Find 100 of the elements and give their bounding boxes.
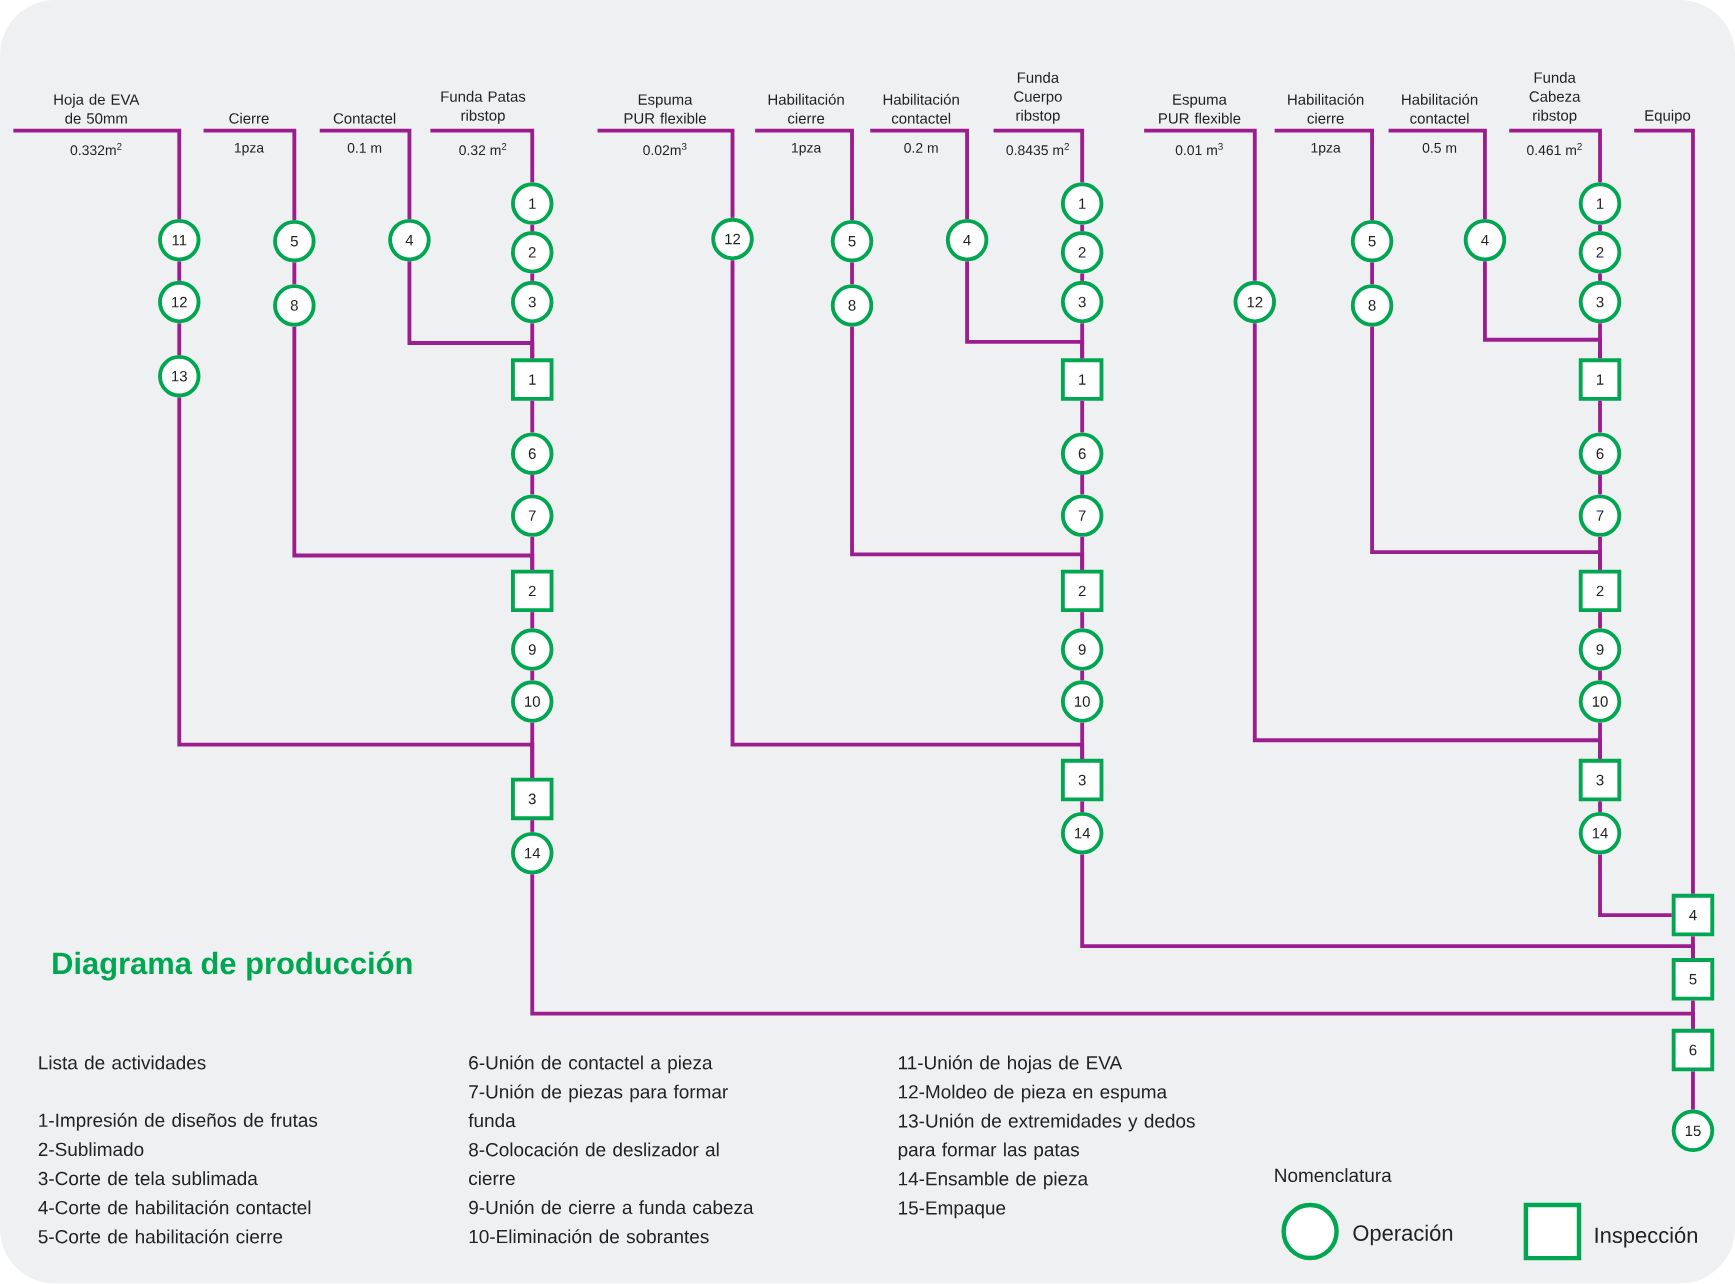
inspection-square: 3: [511, 777, 554, 821]
connector-line: [1598, 475, 1602, 495]
connector-line: [1598, 854, 1672, 918]
activity-item: 2-Sublimado: [38, 1142, 144, 1157]
quantity-label: 0.01 m$^{3}$: [1175, 143, 1223, 156]
connector-line: [597, 128, 735, 218]
legend-label: Inspección: [1595, 1226, 1697, 1248]
connector-line: [1080, 801, 1085, 813]
connector-line: [319, 128, 412, 220]
quantity-label: 0.32 m$^{2}$: [459, 143, 507, 156]
connector-line: [1080, 671, 1085, 681]
connector-line: [1598, 401, 1602, 433]
legend-heading: Nomenclatura: [1275, 1168, 1392, 1183]
connector-line: [1509, 128, 1602, 183]
list-heading: Lista de actividades: [39, 1055, 206, 1070]
material-label: Funda Cabeza ribstop: [1529, 72, 1581, 124]
connector-line: [1691, 1000, 1695, 1030]
material-label: Funda Cuerpo ribstop: [1014, 72, 1062, 124]
connector-line: [1634, 128, 1695, 895]
quantity-label: 1pza: [792, 143, 822, 156]
connector-line: [1691, 936, 1695, 959]
inspection-square: 5: [1671, 958, 1715, 1001]
connector-line: [430, 128, 535, 183]
connector-line: [1598, 323, 1602, 359]
quantity-label: 1pza: [234, 143, 265, 156]
connector-line: [1691, 1071, 1695, 1110]
connector-line: [850, 262, 854, 285]
connector-line: [203, 128, 297, 221]
connector-line: [1598, 671, 1602, 681]
quantity-label: 0.02m$^{3}$: [643, 143, 687, 156]
connector-line: [1598, 723, 1602, 760]
connector-line: [530, 225, 535, 232]
connector-line: [292, 262, 297, 285]
material-label: Funda Patas ribstop: [441, 91, 526, 124]
quantity-label: 0.461 m$^{2}$: [1527, 143, 1582, 156]
connector-line: [1274, 128, 1374, 221]
connector-line: [1080, 401, 1085, 433]
inspection-square: 1: [1060, 358, 1104, 401]
activity-item: 13-Unión de extremidades y dedos para formar las patas: [898, 1113, 1195, 1161]
material-label: Contactel: [333, 113, 396, 124]
activity-item: 15-Empaque: [899, 1201, 1006, 1219]
connector-line: [530, 612, 535, 629]
quantity-label: 0.1 m: [347, 143, 382, 154]
inspection-square: 2: [511, 569, 554, 613]
activity-item: 8-Colocación de deslizador al cierre: [469, 1142, 719, 1186]
connector-line: [1598, 801, 1602, 813]
connector-line: [1388, 128, 1487, 220]
connector-line: [1080, 323, 1085, 359]
activity-item: 12-Moldeo de pieza en espuma: [899, 1084, 1168, 1103]
connector-line: [530, 273, 535, 282]
activity-item: 10-Eliminación de sobrantes: [469, 1229, 709, 1244]
activity-item: 3-Corte de tela sublimada: [38, 1171, 258, 1186]
activity-item: 6-Unión de contactel a pieza: [469, 1055, 713, 1074]
legend-label: Operación: [1353, 1224, 1453, 1246]
inspection-square: 2: [1578, 569, 1622, 613]
activity-item: 4-Corte de habilitación contactel: [38, 1200, 311, 1215]
material-label: Habilitación cierre: [768, 93, 844, 124]
connector-line: [530, 671, 535, 681]
inspection-square: 3: [1060, 759, 1104, 802]
material-label: Cierre: [229, 113, 269, 124]
activity-item: 14-Ensamble de pieza: [899, 1171, 1089, 1190]
connector-line: [530, 820, 535, 833]
connector-line: [530, 475, 535, 495]
inspection-square: 6: [1671, 1029, 1715, 1072]
connector-line: [1598, 273, 1602, 282]
material-label: Habilitación contactel: [1402, 93, 1478, 124]
material-label: Espuma PUR flexible: [624, 94, 706, 124]
connector-line: [1598, 537, 1602, 570]
connector-line: [1144, 128, 1257, 282]
connector-line: [1080, 225, 1085, 232]
connector-line: [1370, 262, 1374, 285]
connector-line: [1080, 723, 1085, 760]
connector-line: [1080, 612, 1085, 629]
connector-line: [530, 723, 535, 778]
connector-line: [13, 128, 182, 220]
activity-item: 1-Impresión de diseños de frutas: [39, 1113, 318, 1131]
connector-line: [1598, 225, 1602, 232]
connector-line: [993, 128, 1085, 183]
activity-item: 7-Unión de piezas para formar funda: [468, 1084, 728, 1128]
quantity-label: 0.2 m: [904, 143, 938, 154]
material-label: Habilitación contactel: [883, 93, 959, 124]
connector-line: [530, 537, 535, 570]
quantity-label: 1pza: [1311, 143, 1341, 156]
connector-line: [530, 401, 535, 433]
inspection-square: 3: [1578, 759, 1622, 802]
material-label: Habilitación cierre: [1288, 93, 1364, 124]
connector-line: [1080, 273, 1085, 282]
quantity-label: 0.8435 m$^{2}$: [1006, 143, 1069, 156]
activity-item: 5-Corte de habilitación cierre: [38, 1229, 283, 1244]
activity-item: 9-Unión de cierre a funda cabeza: [469, 1200, 754, 1215]
diagram-title: Diagrama de producción: [53, 951, 412, 981]
connector-line: [1080, 475, 1085, 495]
connector-line: [177, 261, 182, 282]
connector-line: [870, 128, 969, 220]
inspection-square: 1: [1578, 358, 1622, 401]
connector-line: [530, 323, 535, 359]
inspection-square: 1: [511, 358, 554, 401]
quantity-label: 0.332m$^{2}$: [70, 143, 122, 156]
inspection-square: 2: [1060, 569, 1104, 613]
inspection-square: 4: [1671, 894, 1715, 937]
